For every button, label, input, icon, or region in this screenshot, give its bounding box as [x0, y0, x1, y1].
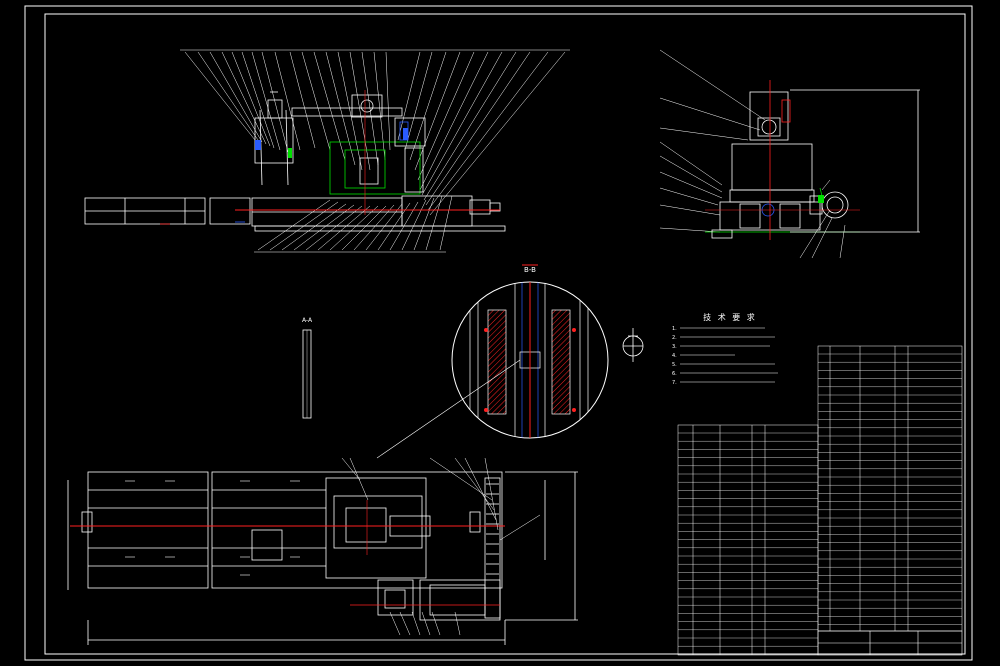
leader-lines-top — [180, 49, 570, 216]
tech-req-line-3: 3. — [672, 344, 677, 350]
section-label: B-B — [524, 266, 536, 274]
tech-requirements-title: 技 术 要 求 — [703, 313, 757, 322]
side-view — [659, 49, 920, 259]
tech-req-line-6: 6. — [672, 371, 677, 377]
tech-req-line-7: 7. — [672, 380, 677, 386]
parts-list-left — [677, 424, 819, 656]
tech-req-line-1: 1. — [672, 326, 677, 332]
detail-a-a: A-A — [302, 317, 313, 419]
title-block — [817, 630, 963, 656]
tech-req-line-2: 2. — [672, 335, 677, 341]
tech-req-line-5: 5. — [672, 362, 677, 368]
front-view — [84, 49, 570, 253]
tech-requirements: 1. 2. 3. 4. 5. 6. 7. — [672, 326, 677, 386]
tech-req-line-4: 4. — [672, 353, 677, 359]
section-b-b: B-B — [376, 264, 609, 459]
top-view — [67, 457, 578, 645]
view-label: A-A — [302, 317, 313, 324]
surface-finish-symbol — [622, 328, 644, 362]
outer-frame — [24, 5, 973, 661]
leader-lines-bottom — [254, 195, 453, 253]
parts-list-right — [817, 345, 963, 632]
inner-frame — [44, 13, 966, 655]
